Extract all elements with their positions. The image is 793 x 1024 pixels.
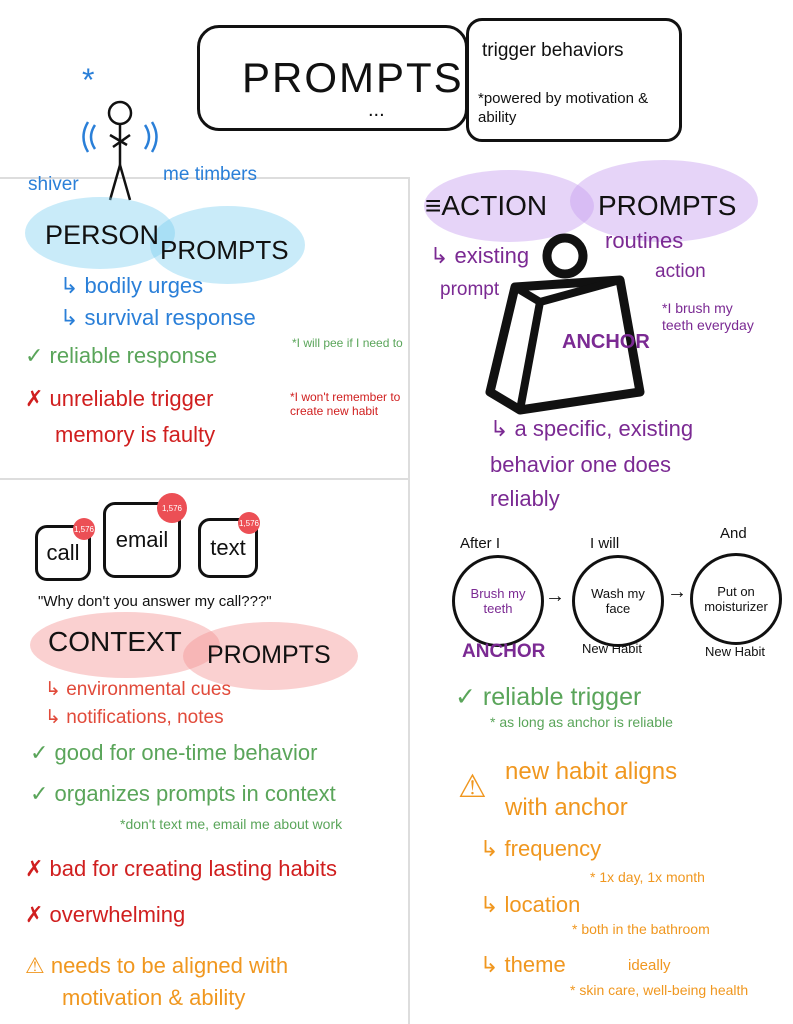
chain-inside: Brush my teeth [470,586,526,616]
definition-note: *powered by motivation & ability [478,90,649,126]
page-title: PROMPTS [242,54,464,101]
chain-below-anchor: ANCHOR [462,641,546,662]
blob-context-prompts [183,622,358,690]
person-item: ↳ bodily urges [60,273,204,298]
chain-circle-anchor: Brush my teeth [452,555,544,647]
chain-arrow: → [545,585,565,607]
chain-above: And [720,525,747,542]
action-routines: routines [605,228,684,253]
definition-title: trigger behaviors [482,40,624,61]
app-text: text [198,518,258,578]
app-call: call [35,525,91,581]
action-pro-note: * as long as anchor is reliable [490,714,673,730]
action-title: ≡ACTION [425,190,548,221]
theme-note: * skin care, well-being health [570,982,749,998]
anchor-def-line3: reliably [490,486,560,511]
chain-arrow: → [667,581,687,603]
title-bubble [197,25,468,131]
action-word: action [655,261,706,282]
person-con-note: *I won't remember to create new habit [290,390,401,419]
person-con-line1: ✗ unreliable trigger [25,386,214,411]
chain-above: I will [590,535,620,552]
frequency-note: * 1x day, 1x month [590,869,705,885]
action-existing: ↳ existing [430,243,530,268]
context-pro-note: *don't text me, email me about work [120,816,343,832]
app-label: call [46,540,80,565]
action-theme: ↳ theme [480,952,566,977]
context-con: ✗ bad for creating lasting habits [25,856,337,881]
chain-below: New Habit [705,644,765,659]
action-prompt: prompt [440,279,500,300]
action-location: ↳ location [480,892,581,917]
context-pro: ✓ organizes prompts in context [30,781,336,806]
person-con-line2: memory is faulty [55,422,216,447]
chain-above: After I [460,535,501,552]
person-prompts-title: PROMPTS [160,235,289,265]
context-quote: "Why don't you answer my call???" [38,593,272,610]
context-title: CONTEXT [48,626,182,657]
notification-badge: 1,576 [73,518,95,540]
notification-badge: 1,576 [238,512,260,534]
app-label: email [115,527,169,552]
theme-extra: ideally [628,957,671,974]
divider-vertical [408,177,410,1024]
notification-badge: 1,576 [157,493,187,523]
action-warn-line2: with anchor [505,794,628,821]
context-warn-line2: motivation & ability [62,985,246,1010]
action-warn-line1: new habit aligns [505,758,678,785]
person-pro-note: *I will pee if I need to [292,336,403,350]
blob-action [424,170,594,242]
caption-me-timbers: me timbers [163,164,257,185]
divider-top [0,177,410,179]
context-prompts-title: PROMPTS [207,641,331,669]
person-pro: ✓ reliable response [25,343,218,368]
chain-inside: Wash my face [591,586,645,616]
blob-action-prompts [570,160,758,242]
context-item: ↳ notifications, notes [45,707,224,728]
blob-person [25,197,175,269]
anchor-note: *I brush my teeth everyday [662,300,754,333]
blob-prompts [150,206,305,284]
context-con: ✗ overwhelming [25,902,186,927]
anchor-def-line2: behavior one does [490,452,672,477]
app-email: email [103,502,181,578]
person-title: PERSON [45,220,160,250]
chain-below: New Habit [582,641,642,656]
chain-circle-habit2: Put on moisturizer [690,553,782,645]
action-frequency: ↳ frequency [480,836,602,861]
context-item: ↳ environmental cues [45,679,231,700]
divider-middle [0,478,410,480]
warning-icon: ⚠ [458,768,487,804]
person-item: ↳ survival response [60,305,256,330]
definition-bubble [466,18,682,142]
anchor-weight-icon [485,233,645,415]
star-icon: * [82,62,95,98]
blob-context [30,612,220,678]
app-label: text [210,535,246,560]
stick-figure-icon [82,100,158,201]
action-prompts-title: PROMPTS [598,190,737,221]
caption-shiver: shiver [28,174,79,195]
anchor-weight-label: ANCHOR [562,331,650,353]
context-warn-line1: ⚠ needs to be aligned with [25,953,289,978]
chain-inside: Put on moisturizer [704,584,768,614]
context-pro: ✓ good for one-time behavior [30,740,318,765]
location-note: * both in the bathroom [572,921,710,937]
action-pro: ✓ reliable trigger [455,683,642,711]
anchor-def-line1: ↳ a specific, existing [490,416,694,441]
chain-circle-habit1: Wash my face [572,555,664,647]
title-ellipsis: ... [368,99,385,121]
